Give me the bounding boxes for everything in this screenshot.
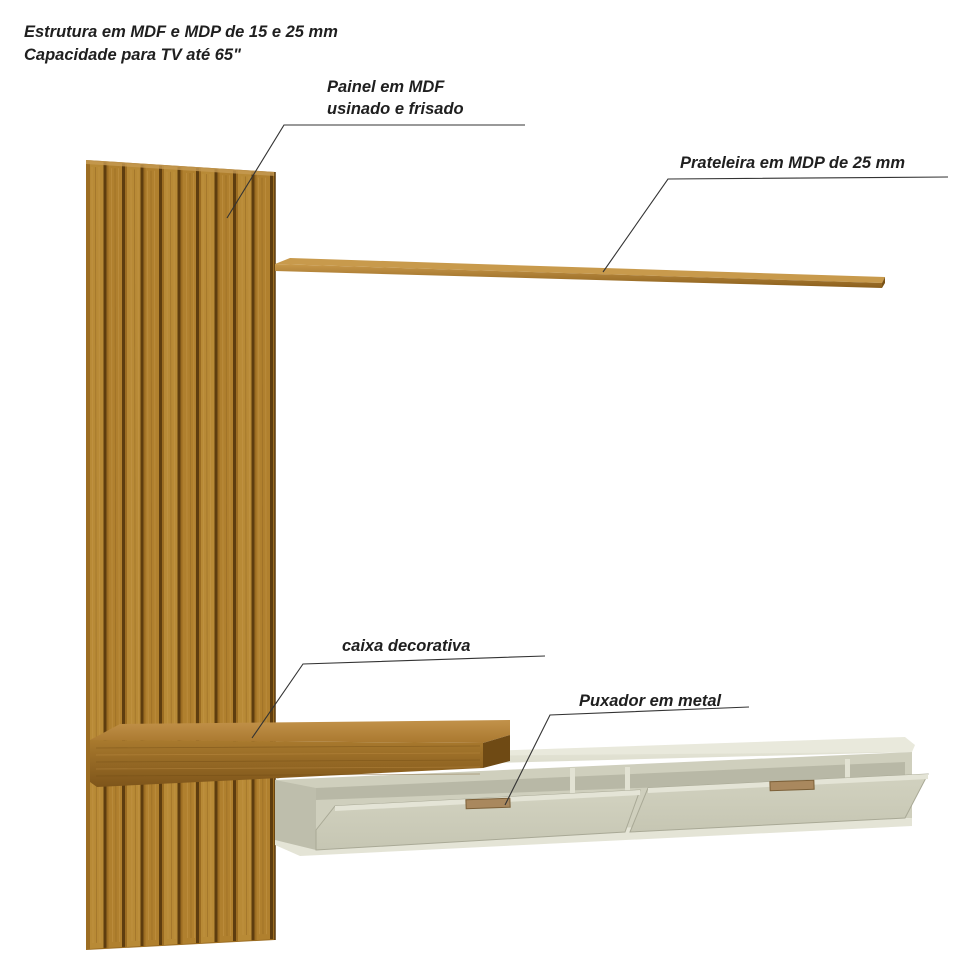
label-panel-line2: usinado e frisado	[327, 100, 464, 118]
wood-grain-streak	[261, 177, 264, 935]
panel-groove	[159, 165, 162, 945]
metal-handle-left	[465, 797, 511, 810]
wood-grain-streak	[91, 167, 94, 943]
panel-groove	[122, 163, 125, 947]
label-metal-handle: Puxador em metal	[579, 692, 722, 710]
wood-grain-streak	[170, 171, 172, 939]
panel-groove	[233, 170, 236, 942]
wood-grain-streak	[222, 175, 224, 937]
wood-grain-streak	[258, 177, 260, 935]
leader-line-handle	[504, 706, 750, 806]
wood-grain-streak	[186, 172, 188, 938]
box-grain-streak	[95, 752, 481, 756]
box-wood-grain	[95, 745, 481, 777]
wood-grain-streak	[173, 171, 176, 939]
panel-groove	[214, 169, 218, 943]
label-shelf: Prateleira em MDP de 25 mm	[680, 154, 905, 172]
wood-grain-streak	[248, 176, 251, 936]
leader-line-panel	[226, 124, 525, 219]
wood-grain-streak	[229, 175, 231, 937]
spec-capacity-text: Capacidade para TV até 65"	[24, 46, 241, 64]
panel-groove	[196, 168, 199, 944]
wood-grain-streak	[225, 175, 228, 937]
wood-grain-streak	[130, 169, 133, 941]
label-decorative-box: caixa decorativa	[342, 637, 471, 655]
wood-grain-streak	[189, 172, 192, 938]
label-panel-line1: Painel em MDF	[327, 78, 445, 96]
spec-structure-text: Estrutura em MDF e MDP de 15 e 25 mm	[24, 23, 338, 41]
tv-rack	[275, 737, 929, 856]
box-grain-streak	[95, 766, 481, 770]
leader-lines	[226, 124, 949, 806]
wood-grain-streak	[206, 174, 208, 938]
wood-grain-streak	[98, 167, 101, 943]
wood-grain-streak	[95, 167, 97, 943]
panel-groove	[103, 162, 107, 948]
wood-grain-streak	[166, 171, 169, 939]
wood-grain-streak	[154, 170, 156, 940]
wood-grain-streak	[265, 177, 267, 935]
wood-grain-streak	[111, 168, 113, 942]
box-grain-streak	[95, 773, 481, 777]
wood-grain-streak	[114, 168, 117, 942]
decorative-box	[90, 720, 510, 787]
wood-grain-streak	[147, 170, 149, 940]
wood-grain-streak	[245, 176, 247, 936]
metal-handle-right	[769, 779, 815, 792]
panel-groove	[251, 171, 255, 941]
leader-line-box	[251, 655, 546, 739]
wood-grain-streak	[241, 176, 244, 936]
wood-grain-streak	[209, 174, 212, 938]
wood-grain-streak	[137, 169, 140, 941]
wood-grain-streak	[193, 172, 195, 938]
slatted-panel	[86, 160, 276, 950]
wood-grain-streak	[118, 168, 120, 942]
leader-line-shelf	[602, 176, 949, 273]
wood-grain-streak	[202, 174, 205, 938]
wood-grain-streak	[150, 170, 153, 940]
panel-groove	[140, 164, 144, 946]
panel-groove	[270, 172, 273, 940]
box-grain-streak	[95, 759, 481, 763]
box-grain-streak	[95, 745, 481, 749]
wood-grain-streak	[134, 169, 136, 941]
panel-groove	[177, 166, 181, 944]
wall-shelf	[275, 258, 885, 288]
